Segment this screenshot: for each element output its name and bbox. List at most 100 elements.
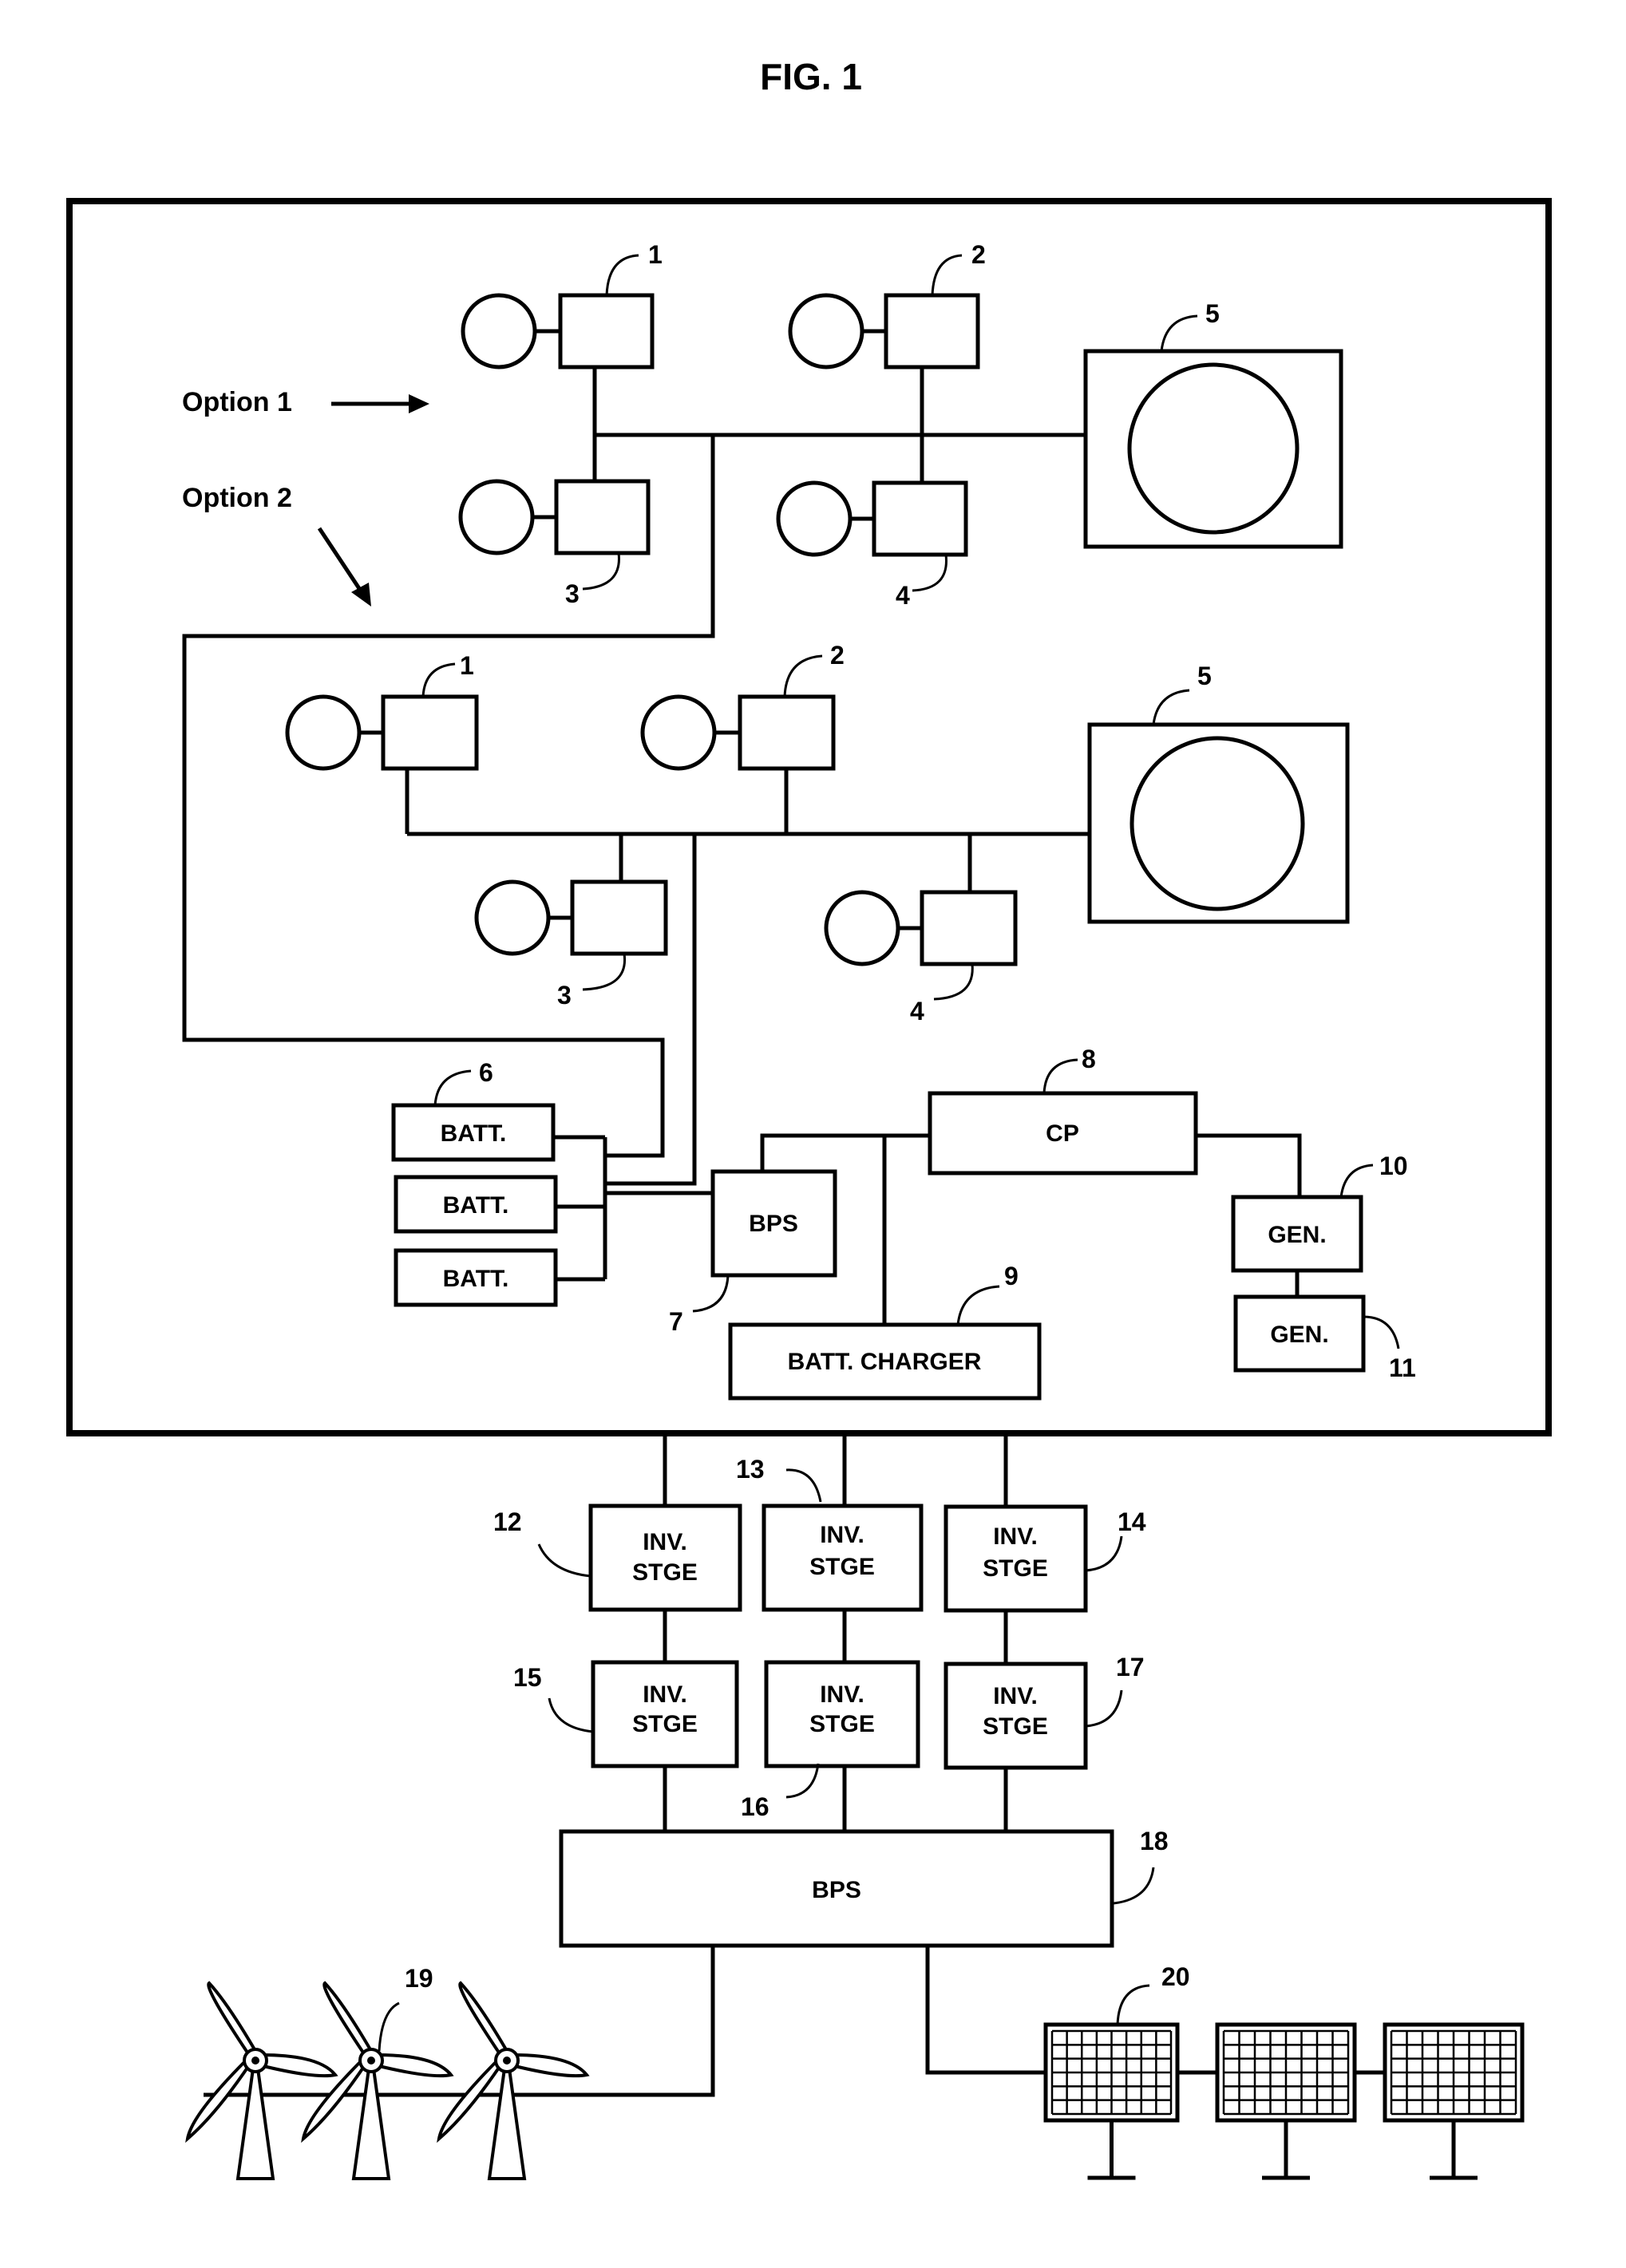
opt1-unit-3-circle — [458, 479, 535, 555]
opt2-unit-2-circle — [640, 694, 717, 771]
ref-14: 14 — [1118, 1507, 1146, 1536]
wind-turbine-icon — [301, 1981, 454, 2180]
opt2-unit-5-circle — [1129, 736, 1305, 911]
opt2-unit-4-circle — [824, 890, 900, 966]
ref-5-opt2: 5 — [1197, 662, 1212, 690]
inv-stage-16-line1: INV. — [820, 1681, 864, 1708]
option-2-arrow-shaft — [317, 527, 366, 596]
ref-17: 17 — [1116, 1653, 1145, 1681]
inv-stage-12-box — [588, 1503, 742, 1612]
opt2-unit-3-circle — [474, 879, 551, 956]
bps18-to-wind-line — [204, 1946, 715, 2097]
opt2-unit-4-box — [920, 890, 1018, 966]
solar-panel-icon — [1043, 2022, 1180, 2180]
gen-11-box — [1233, 1294, 1366, 1373]
cp-to-gen-line — [1196, 1133, 1302, 1197]
ref-18: 18 — [1140, 1827, 1169, 1855]
battery-1-box — [391, 1103, 556, 1162]
opt1-unit-1-box — [558, 293, 655, 369]
solar-panels-group: 20 — [1043, 1962, 1525, 2180]
battery-2-box — [394, 1175, 558, 1234]
wind-turbine-icon — [437, 1981, 590, 2180]
inv-stage-14-box — [944, 1504, 1088, 1613]
ref-5-opt1: 5 — [1205, 299, 1220, 328]
wind-turbines-group: 19 — [185, 1964, 590, 2180]
cp-label: CP — [1046, 1120, 1079, 1147]
solar-panel-icon — [1215, 2022, 1357, 2180]
ref-10: 10 — [1379, 1152, 1408, 1180]
inv-stage-17-line1: INV. — [993, 1683, 1038, 1709]
inv-stage-15-box — [591, 1660, 739, 1768]
opt2-unit-1-box — [381, 694, 479, 771]
option-2-group: 1 2 5 3 4 — [285, 641, 1350, 1186]
ref-4-opt2: 4 — [910, 997, 924, 1025]
inv-stage-15-line2: STGE — [632, 1711, 698, 1737]
option-1-group: Option 1 1 2 5 3 4 — [182, 240, 1343, 610]
ref-2-opt2: 2 — [830, 641, 845, 670]
ref-16: 16 — [741, 1792, 769, 1821]
inv-stage-12-line2: STGE — [632, 1559, 698, 1586]
opt2-unit-1-circle — [285, 694, 362, 771]
ref-9: 9 — [1004, 1262, 1019, 1290]
ref-1-opt1: 1 — [648, 240, 663, 269]
inv-stage-14-line1: INV. — [993, 1523, 1038, 1550]
battery-charger-label: BATT. CHARGER — [788, 1349, 982, 1375]
bps-7-box — [710, 1169, 837, 1278]
battery-1-label: BATT. — [441, 1120, 507, 1147]
inv-stage-17-line2: STGE — [983, 1713, 1048, 1740]
inv-stage-13-line1: INV. — [820, 1522, 864, 1548]
ref-20: 20 — [1161, 1962, 1190, 1991]
ref-1-opt2: 1 — [460, 651, 474, 680]
option-1-label: Option 1 — [182, 387, 292, 417]
battery-3-label: BATT. — [443, 1266, 509, 1292]
option-1-arrow-head — [409, 394, 429, 413]
ref-8: 8 — [1082, 1045, 1096, 1073]
inv-stage-16-box — [764, 1660, 920, 1768]
opt2-to-battery-line — [605, 834, 697, 1186]
opt1-unit-4-box — [872, 480, 968, 557]
battery-3-box — [394, 1248, 558, 1307]
ref-4-opt1: 4 — [896, 581, 910, 610]
opt1-unit-1-circle — [461, 293, 537, 369]
inv-stage-15-line1: INV. — [643, 1681, 687, 1708]
inv-stage-17-box — [944, 1661, 1088, 1770]
inv-stage-13-line2: STGE — [809, 1554, 875, 1580]
ref-11: 11 — [1389, 1353, 1416, 1382]
cp-box — [928, 1091, 1198, 1175]
gen-11-label: GEN. — [1270, 1322, 1328, 1348]
bps-to-cp-line — [760, 1133, 930, 1172]
opt1-unit-2-box — [884, 293, 980, 369]
battery-charger-box — [728, 1322, 1042, 1401]
inv-stage-16-line2: STGE — [809, 1711, 875, 1737]
inverter-section: INV. STGE 12 INV. STGE 13 INV. STGE 14 I… — [493, 1436, 1146, 1831]
battery-2-label: BATT. — [443, 1192, 509, 1219]
opt1-unit-5-circle — [1127, 362, 1300, 535]
option-2-arrow-head — [351, 583, 371, 607]
gen-10-label: GEN. — [1268, 1222, 1326, 1248]
ref-2-opt1: 2 — [971, 240, 986, 269]
opt1-unit-4-circle — [776, 480, 853, 557]
opt1-to-battery-line — [182, 435, 715, 1158]
opt1-unit-2-circle — [788, 293, 864, 369]
ref-7: 7 — [669, 1307, 683, 1336]
ref-13: 13 — [736, 1455, 765, 1484]
bps18-to-solar-line — [925, 1946, 1046, 2075]
figure-title: FIG. 1 — [760, 56, 862, 97]
ref-15: 15 — [513, 1663, 542, 1692]
inv-stage-14-line2: STGE — [983, 1555, 1048, 1582]
ref-12: 12 — [493, 1507, 522, 1536]
ref-6: 6 — [479, 1058, 493, 1087]
opt2-unit-2-box — [738, 694, 836, 771]
system-frame — [66, 198, 1552, 1436]
inv-stage-12-line1: INV. — [643, 1529, 687, 1555]
ref-19: 19 — [405, 1964, 433, 1993]
battery-section: BATT. BATT. BATT. 6 BPS 7 CP 8 BATT. CHA… — [391, 1045, 1416, 1401]
bps-18-box — [559, 1829, 1114, 1948]
bps-7-label: BPS — [749, 1211, 798, 1237]
wind-turbine-icon — [185, 1981, 338, 2180]
ref-3-opt2: 3 — [557, 981, 572, 1010]
solar-panel-icon — [1383, 2022, 1525, 2180]
opt2-unit-3-box — [570, 879, 668, 956]
opt1-unit-3-box — [554, 479, 651, 555]
